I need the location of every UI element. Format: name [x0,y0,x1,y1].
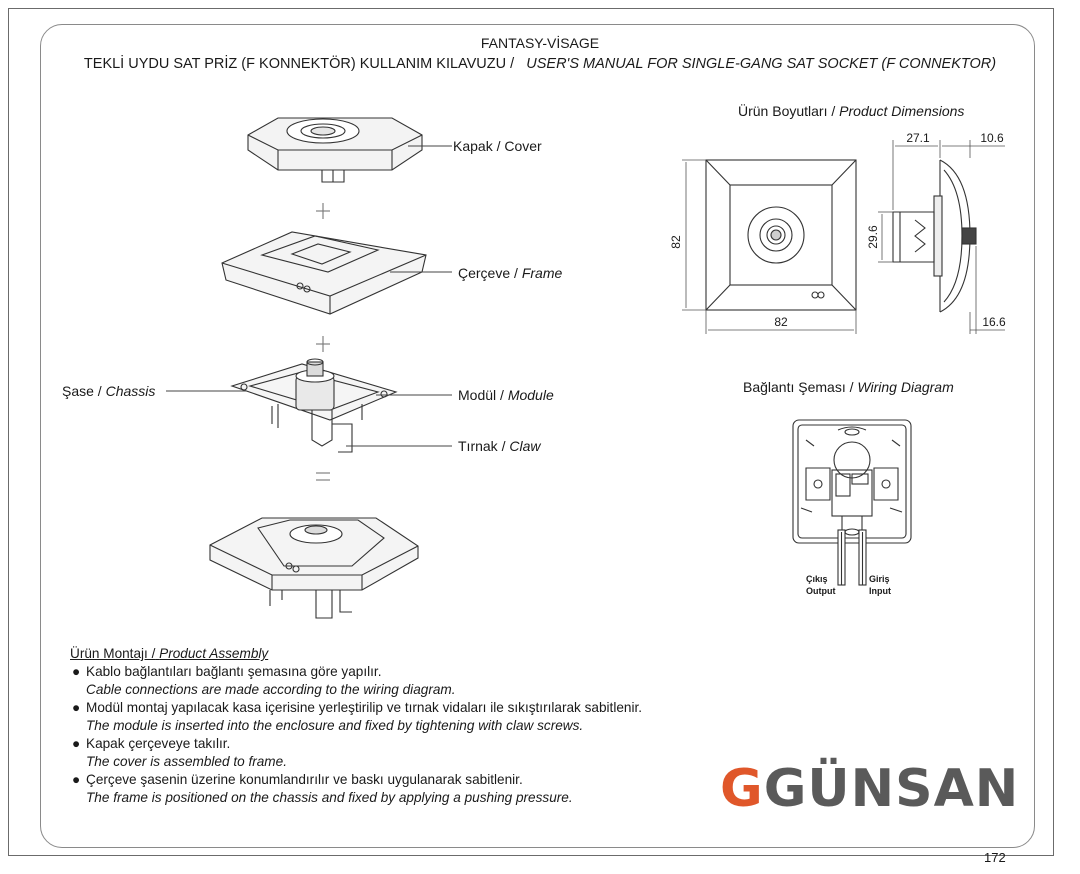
bullet-icon: ● [72,772,81,787]
chassis-module-drawing [230,358,398,453]
output-label-tr: Çıkış [806,574,828,584]
assembly-step: ●Kablo bağlantıları bağlantı şemasına gö… [72,664,382,679]
title-tr: TEKLİ UYDU SAT PRİZ (F KONNEKTÖR) KULLAN… [83,56,515,72]
assembly-step-en: The module is inserted into the enclosur… [86,718,584,733]
depth-total-dim: 16.6 [982,315,1006,329]
assembly-instructions: Ürün Montajı / Product Assembly ●Kablo b… [70,645,642,807]
dimensions-heading: Ürün Boyutları / Product Dimensions [738,102,964,119]
wiring-diagram-drawing [792,419,912,586]
depth-front-dim: 27.1 [906,131,930,145]
cover-drawing [247,117,423,183]
wiring-heading: Bağlantı Şeması / Wiring Diagram [743,379,954,395]
assembly-step-en: The frame is positioned on the chassis a… [86,790,573,805]
height-dim: 82 [669,235,683,249]
logo-mark: G [720,759,764,819]
assembly-step: ●Çerçeve şasenin üzerine konumlandırılır… [72,772,523,787]
gunsan-logo: GGÜNSAN [720,763,1019,815]
page-number: 172 [984,850,1006,865]
claw-label: Tırnak / Claw [458,438,541,454]
assembly-step: ●Kapak çerçeveye takılır. [72,736,231,751]
assembly-step: ●Modül montaj yapılacak kasa içerisine y… [72,700,643,715]
frame-drawing [221,231,427,315]
page-border [8,8,1054,856]
assembled-drawing [209,517,419,619]
document-title: TEKLİ UYDU SAT PRİZ (F KONNEKTÖR) KULLAN… [0,56,1080,72]
side-view-drawing [892,159,977,313]
title-en: USER'S MANUAL FOR SINGLE-GANG SAT SOCKET… [526,56,997,72]
input-label-en: Input [869,586,891,596]
chassis-label: Şase / Chassis [62,383,155,399]
input-label-tr: Giriş [869,574,890,584]
depth-cover-dim: 10.6 [980,131,1004,145]
bullet-icon: ● [72,700,81,715]
logo-text: GÜNSAN [763,759,1020,819]
output-label-en: Output [806,586,836,596]
assembly-heading: Ürün Montajı / Product Assembly [70,646,269,661]
frame-label: Çerçeve / Frame [458,265,562,281]
assembly-step-en: The cover is assembled to frame. [86,754,287,769]
width-dim: 82 [774,315,788,329]
module-label: Modül / Module [458,387,554,403]
bullet-icon: ● [72,664,81,679]
content-frame [40,24,1035,848]
module-height-dim: 29.6 [866,225,880,249]
front-view-drawing [705,159,857,311]
assembly-step-en: Cable connections are made according to … [86,682,456,697]
bullet-icon: ● [72,736,81,751]
brand-line: FANTASY-VİSAGE [480,35,600,51]
cover-label: Kapak / Cover [453,138,542,154]
